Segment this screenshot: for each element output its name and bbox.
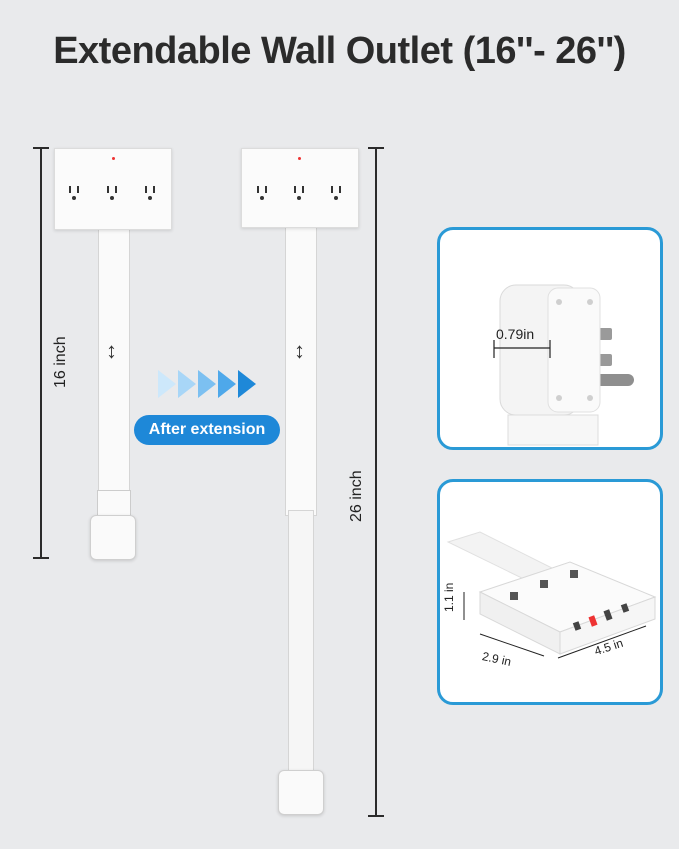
page-title: Extendable Wall Outlet (16''- 26'') [53, 30, 626, 72]
height-label: 1.1 in [442, 582, 456, 612]
inset-plug-thickness: 0.79in [437, 227, 663, 450]
inset-dimensions: 1.1 in 2.9 in 4.5 in [437, 479, 663, 705]
double-arrow-icon-2: ↕ [294, 338, 305, 363]
right-height-label: 26 inch [348, 470, 365, 522]
thickness-label: 0.79in [496, 326, 535, 342]
left-height-label: 16 inch [52, 336, 69, 388]
after-extension-badge: After extension [134, 415, 280, 445]
double-arrow-icon: ↕ [106, 338, 117, 363]
